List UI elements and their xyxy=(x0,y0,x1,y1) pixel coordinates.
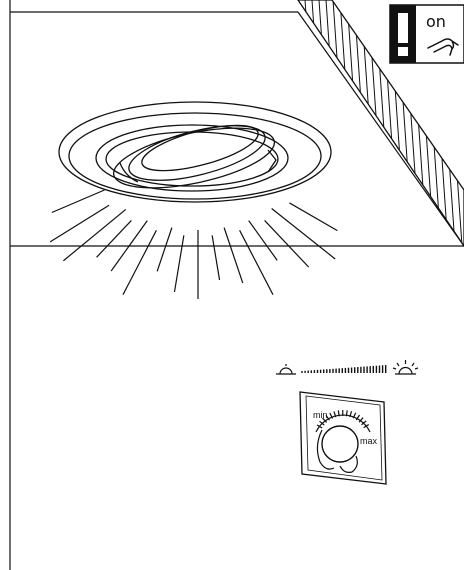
dial-tick xyxy=(322,417,328,423)
dial-tick xyxy=(333,411,337,418)
hand-turning-knob-icon xyxy=(316,429,358,473)
light-ray xyxy=(239,230,274,295)
light-ray xyxy=(173,235,185,293)
dial-tick xyxy=(319,420,325,426)
dial-tick xyxy=(345,410,348,417)
light-ray xyxy=(63,208,127,262)
dial-tick xyxy=(361,420,367,426)
hatch-line xyxy=(353,0,373,246)
dial-tick xyxy=(337,410,340,417)
light-ray xyxy=(51,189,105,214)
max-label: max xyxy=(360,436,378,446)
light-ray xyxy=(49,204,110,243)
light-ray xyxy=(110,220,148,272)
dial-tick xyxy=(329,412,334,419)
hand-pointer-icon xyxy=(427,38,459,56)
dimmer-knob xyxy=(321,425,359,463)
light-ray xyxy=(223,227,244,284)
light-rays xyxy=(49,189,338,299)
dial-tick xyxy=(352,412,357,419)
dial-tick xyxy=(358,417,364,423)
room-edges xyxy=(9,0,464,570)
bright-lamp-icon xyxy=(392,360,419,375)
min-label: min xyxy=(313,410,328,420)
hatch-line xyxy=(360,0,380,246)
recessed-spotlight xyxy=(58,101,332,203)
light-ray xyxy=(96,220,132,258)
light-ray xyxy=(248,220,278,261)
dial-tick xyxy=(363,424,370,429)
light-ray xyxy=(264,220,310,268)
light-ray xyxy=(122,230,157,295)
light-ray xyxy=(271,208,336,260)
exclamation-icon xyxy=(390,5,416,63)
on-badge: on xyxy=(389,4,464,64)
dial-tick xyxy=(349,411,353,418)
dimmer-switch: min max xyxy=(299,391,387,485)
dial-tick xyxy=(316,424,323,429)
dimming-scale xyxy=(276,360,419,375)
on-label: on xyxy=(426,12,446,31)
dial-tick xyxy=(325,414,330,421)
light-ray xyxy=(156,227,173,272)
light-ray xyxy=(211,235,221,281)
light-ray xyxy=(289,202,338,232)
dim-lamp-icon xyxy=(276,364,296,375)
hatch-line xyxy=(367,0,387,246)
dial-tick xyxy=(355,414,361,421)
